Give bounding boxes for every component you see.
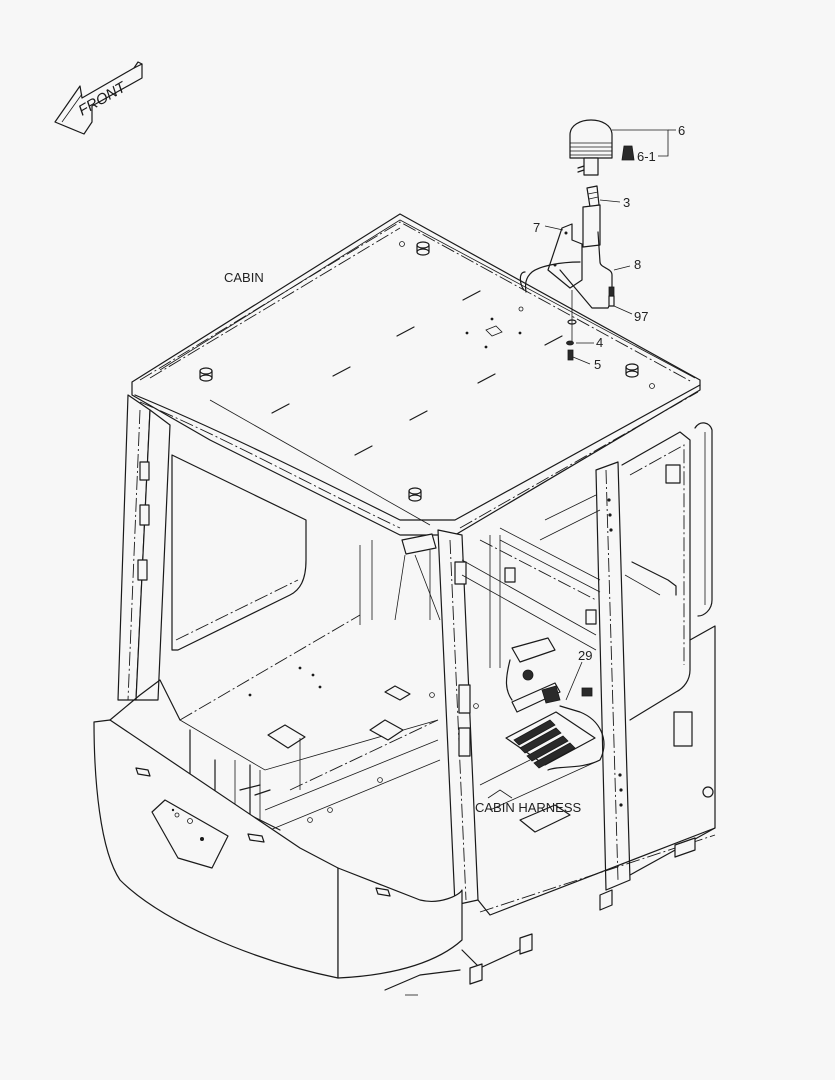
bracket [547, 223, 583, 289]
cabin-base [384, 827, 716, 996]
callout-3: 3 [623, 195, 631, 210]
cabin-harness [479, 637, 605, 833]
callout-8: 8 [634, 257, 642, 272]
lamp-mount-post [582, 185, 601, 248]
callout-4: 4 [596, 335, 604, 350]
assembly-label-cabin-harness: CABIN HARNESS [475, 800, 582, 815]
cabin-roof [131, 213, 701, 536]
roof-boss [199, 241, 639, 502]
callout-5: 5 [594, 357, 602, 372]
cabin-left-pillar [117, 394, 307, 701]
cabin-floor [179, 614, 479, 831]
callout-29: 29 [578, 648, 593, 663]
cabin-center-pillar [401, 529, 479, 906]
callout-leaders [544, 129, 676, 701]
fuse-block [505, 711, 596, 769]
beacon-lamp [569, 119, 613, 176]
cabin-right-pillar [595, 422, 716, 891]
assembly-label-cabin: CABIN [224, 270, 264, 285]
cabin-front-panel [93, 679, 463, 979]
callout-97: 97 [634, 309, 649, 324]
callout-6-1: 6-1 [637, 149, 656, 164]
lamp-wire [519, 231, 615, 309]
bulb [621, 145, 635, 161]
cabin-rear-interior [359, 494, 677, 668]
callout-7: 7 [533, 220, 541, 235]
washer-bolt [566, 290, 577, 361]
callout-6: 6 [678, 123, 686, 138]
front-arrow-icon: FRONT [54, 61, 143, 135]
